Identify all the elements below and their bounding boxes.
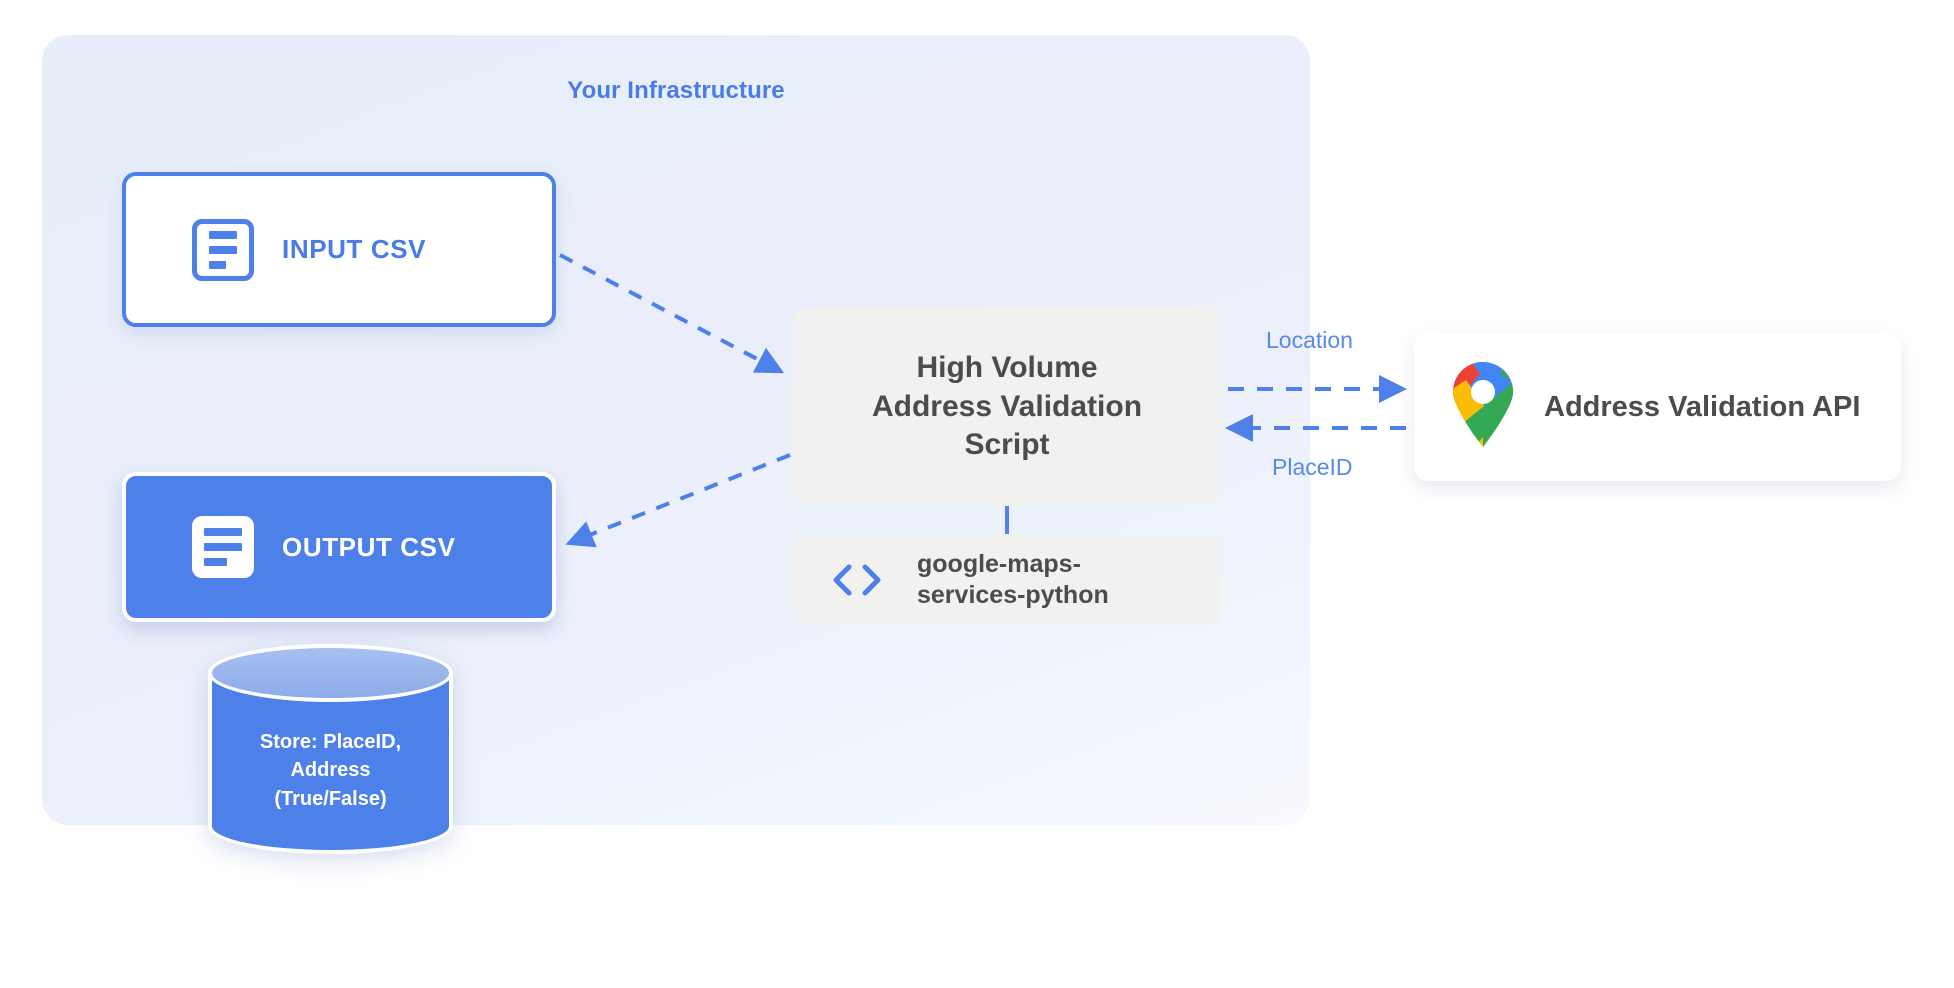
node-output-csv[interactable]: OUTPUT CSV xyxy=(122,472,556,622)
edge-script-to-library xyxy=(1005,506,1009,535)
validation-script-label: High Volume Address Validation Script xyxy=(871,351,1143,462)
node-input-csv[interactable]: INPUT CSV xyxy=(122,172,556,327)
library-label: google-maps- services-python xyxy=(917,549,1109,609)
node-datastore[interactable]: Store: PlaceID, Address (True/False) xyxy=(208,644,453,854)
google-maps-pin-icon xyxy=(1450,361,1516,453)
document-icon xyxy=(192,516,254,578)
code-brackets-icon xyxy=(829,562,885,598)
output-csv-label: OUTPUT CSV xyxy=(282,531,456,562)
api-label: Address Validation API xyxy=(1544,390,1861,423)
node-validation-script[interactable]: High Volume Address Validation Script xyxy=(793,308,1221,506)
edge-label-placeid: PlaceID xyxy=(1272,454,1353,480)
datastore-label-line1: Store: PlaceID, xyxy=(259,731,402,753)
datastore-label-line2: Address xyxy=(290,759,371,782)
datastore-label-line3: (True/False) xyxy=(274,787,387,810)
datastore-label: Store: PlaceID, Address (True/False) xyxy=(208,728,453,813)
node-address-validation-api[interactable]: Address Validation API xyxy=(1414,333,1901,481)
input-csv-label: INPUT CSV xyxy=(282,234,427,264)
document-icon xyxy=(192,218,254,281)
cylinder-top xyxy=(208,644,453,702)
edge-label-location: Location xyxy=(1266,327,1353,353)
panel-title: Your Infrastructure xyxy=(567,77,785,104)
node-google-maps-services-python[interactable]: google-maps- services-python xyxy=(793,534,1221,625)
